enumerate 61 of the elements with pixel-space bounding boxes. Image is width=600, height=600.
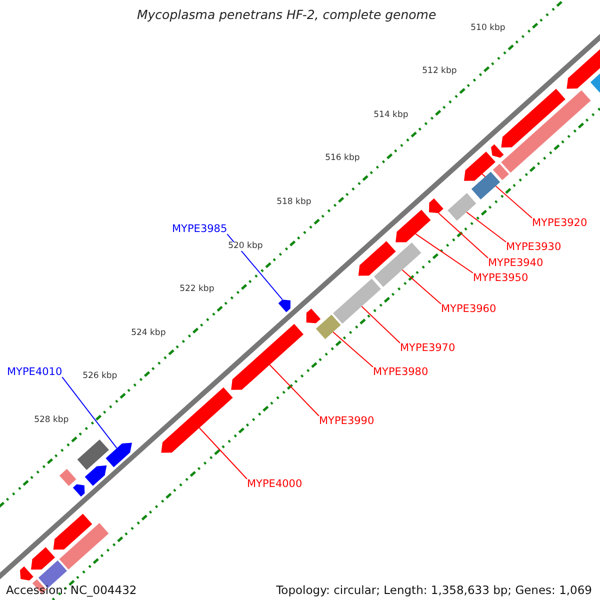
leader-line (361, 306, 400, 344)
gene-feature (72, 484, 85, 497)
gene-label: MYPE4000 (247, 478, 302, 490)
scale-label: 514 kbp (374, 110, 408, 121)
leader-line (62, 376, 118, 449)
gene-feature (316, 314, 341, 340)
title: Mycoplasma penetrans HF-2, complete genome (137, 8, 436, 22)
gene-label: MYPE3985 (172, 223, 228, 236)
leader-line (466, 212, 506, 242)
gene-feature (501, 88, 566, 148)
scale-label: 528 kbp (34, 416, 69, 426)
scale-label: 520 kbp (228, 242, 263, 252)
gene-feature (231, 324, 304, 390)
accession-note: Accession: NC_004432 (6, 585, 137, 596)
gene-label: MYPE3980 (373, 366, 428, 378)
gene-feature (492, 164, 509, 180)
gene-label: MYPE3940 (488, 257, 544, 270)
gene-feature (59, 468, 76, 486)
gene-feature (333, 278, 381, 324)
gene-feature (448, 193, 476, 221)
gene-feature (59, 523, 109, 570)
gene-feature (20, 566, 34, 580)
gene-feature (471, 172, 500, 200)
scale-label: 512 kbp (422, 67, 457, 78)
scale-label: 522 kbp (180, 285, 214, 295)
scale-label: 526 kbp (82, 372, 118, 382)
gene-label: MYPE3960 (441, 303, 496, 316)
gene-feature (77, 440, 109, 470)
gene-feature (464, 152, 496, 181)
gene-feature (106, 442, 132, 468)
gene-feature (84, 465, 107, 486)
gene-label: MYPE3930 (506, 241, 562, 254)
gene-feature (429, 198, 444, 214)
scale-label: 516 kbp (325, 154, 360, 164)
leader-line (332, 332, 374, 368)
gene-label: MYPE3950 (473, 272, 528, 284)
gene-feature (566, 46, 600, 89)
scale-label: 518 kbp (276, 198, 312, 208)
gene-label: MYPE3990 (319, 415, 374, 428)
gene-feature (374, 242, 422, 287)
gene-feature (161, 387, 233, 453)
leader-line (269, 364, 320, 416)
gene-feature (358, 241, 396, 276)
gene-feature (396, 210, 431, 242)
leader-line (438, 212, 488, 258)
gene-label: MYPE3920 (532, 217, 588, 230)
gene-label: MYPE4010 (7, 366, 62, 378)
gene-feature (278, 300, 290, 312)
gene-label: MYPE3970 (400, 342, 456, 354)
gene-feature (501, 90, 591, 173)
leader-line (415, 233, 474, 274)
gene-feature (31, 547, 55, 570)
leader-line (402, 269, 442, 304)
leader-line (226, 234, 283, 300)
scale-label: 524 kbp (131, 328, 166, 338)
gene-feature (306, 308, 321, 324)
leader-line (198, 427, 248, 480)
genome-summary: Topology: circular; Length: 1,358,633 bp; Genes: 1,069 (276, 585, 592, 596)
scale-label: 510 kbp (470, 24, 506, 34)
gene-feature (491, 144, 504, 158)
gene-feature (53, 514, 92, 550)
